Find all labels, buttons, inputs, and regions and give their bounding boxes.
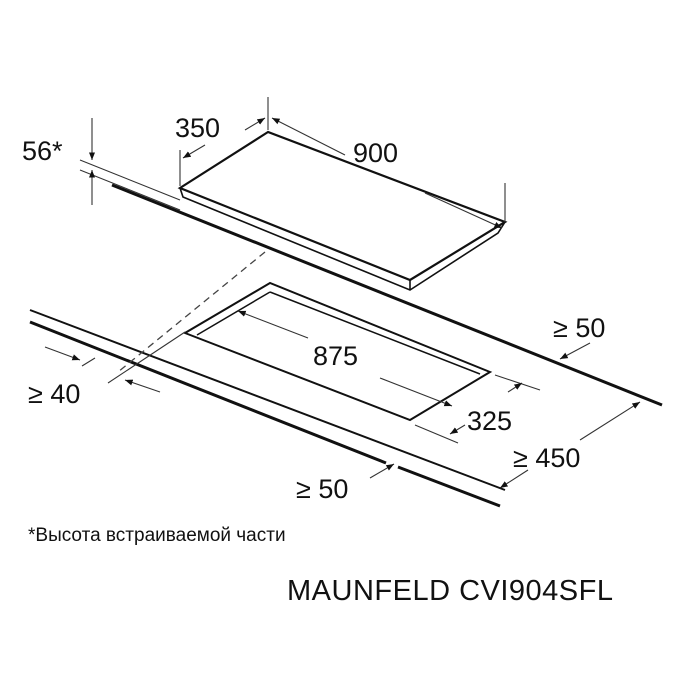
depth-label: 350 bbox=[175, 113, 220, 143]
footnote: *Высота встраиваемой части bbox=[28, 525, 286, 546]
model-name: MAUNFELD CVI904SFL bbox=[287, 575, 614, 607]
cutout-outline bbox=[182, 281, 493, 422]
countertop-back-edge bbox=[111, 183, 663, 407]
front-clearance-label: ≥ 40 bbox=[28, 379, 80, 409]
hob-outline bbox=[177, 130, 508, 291]
width-label: 900 bbox=[353, 138, 398, 168]
height-label: 56* bbox=[22, 136, 63, 166]
cutout-width-label: 875 bbox=[313, 341, 358, 371]
side-clearance-label: ≥ 50 bbox=[296, 474, 348, 504]
back-clearance-label: ≥ 50 bbox=[553, 313, 605, 343]
countertop-front-edge bbox=[29, 309, 506, 508]
dimension-lines bbox=[44, 97, 641, 489]
cutout-depth-label: 325 bbox=[467, 406, 512, 436]
wall-clearance-label: ≥ 450 bbox=[513, 443, 580, 473]
projection-line bbox=[117, 251, 266, 373]
